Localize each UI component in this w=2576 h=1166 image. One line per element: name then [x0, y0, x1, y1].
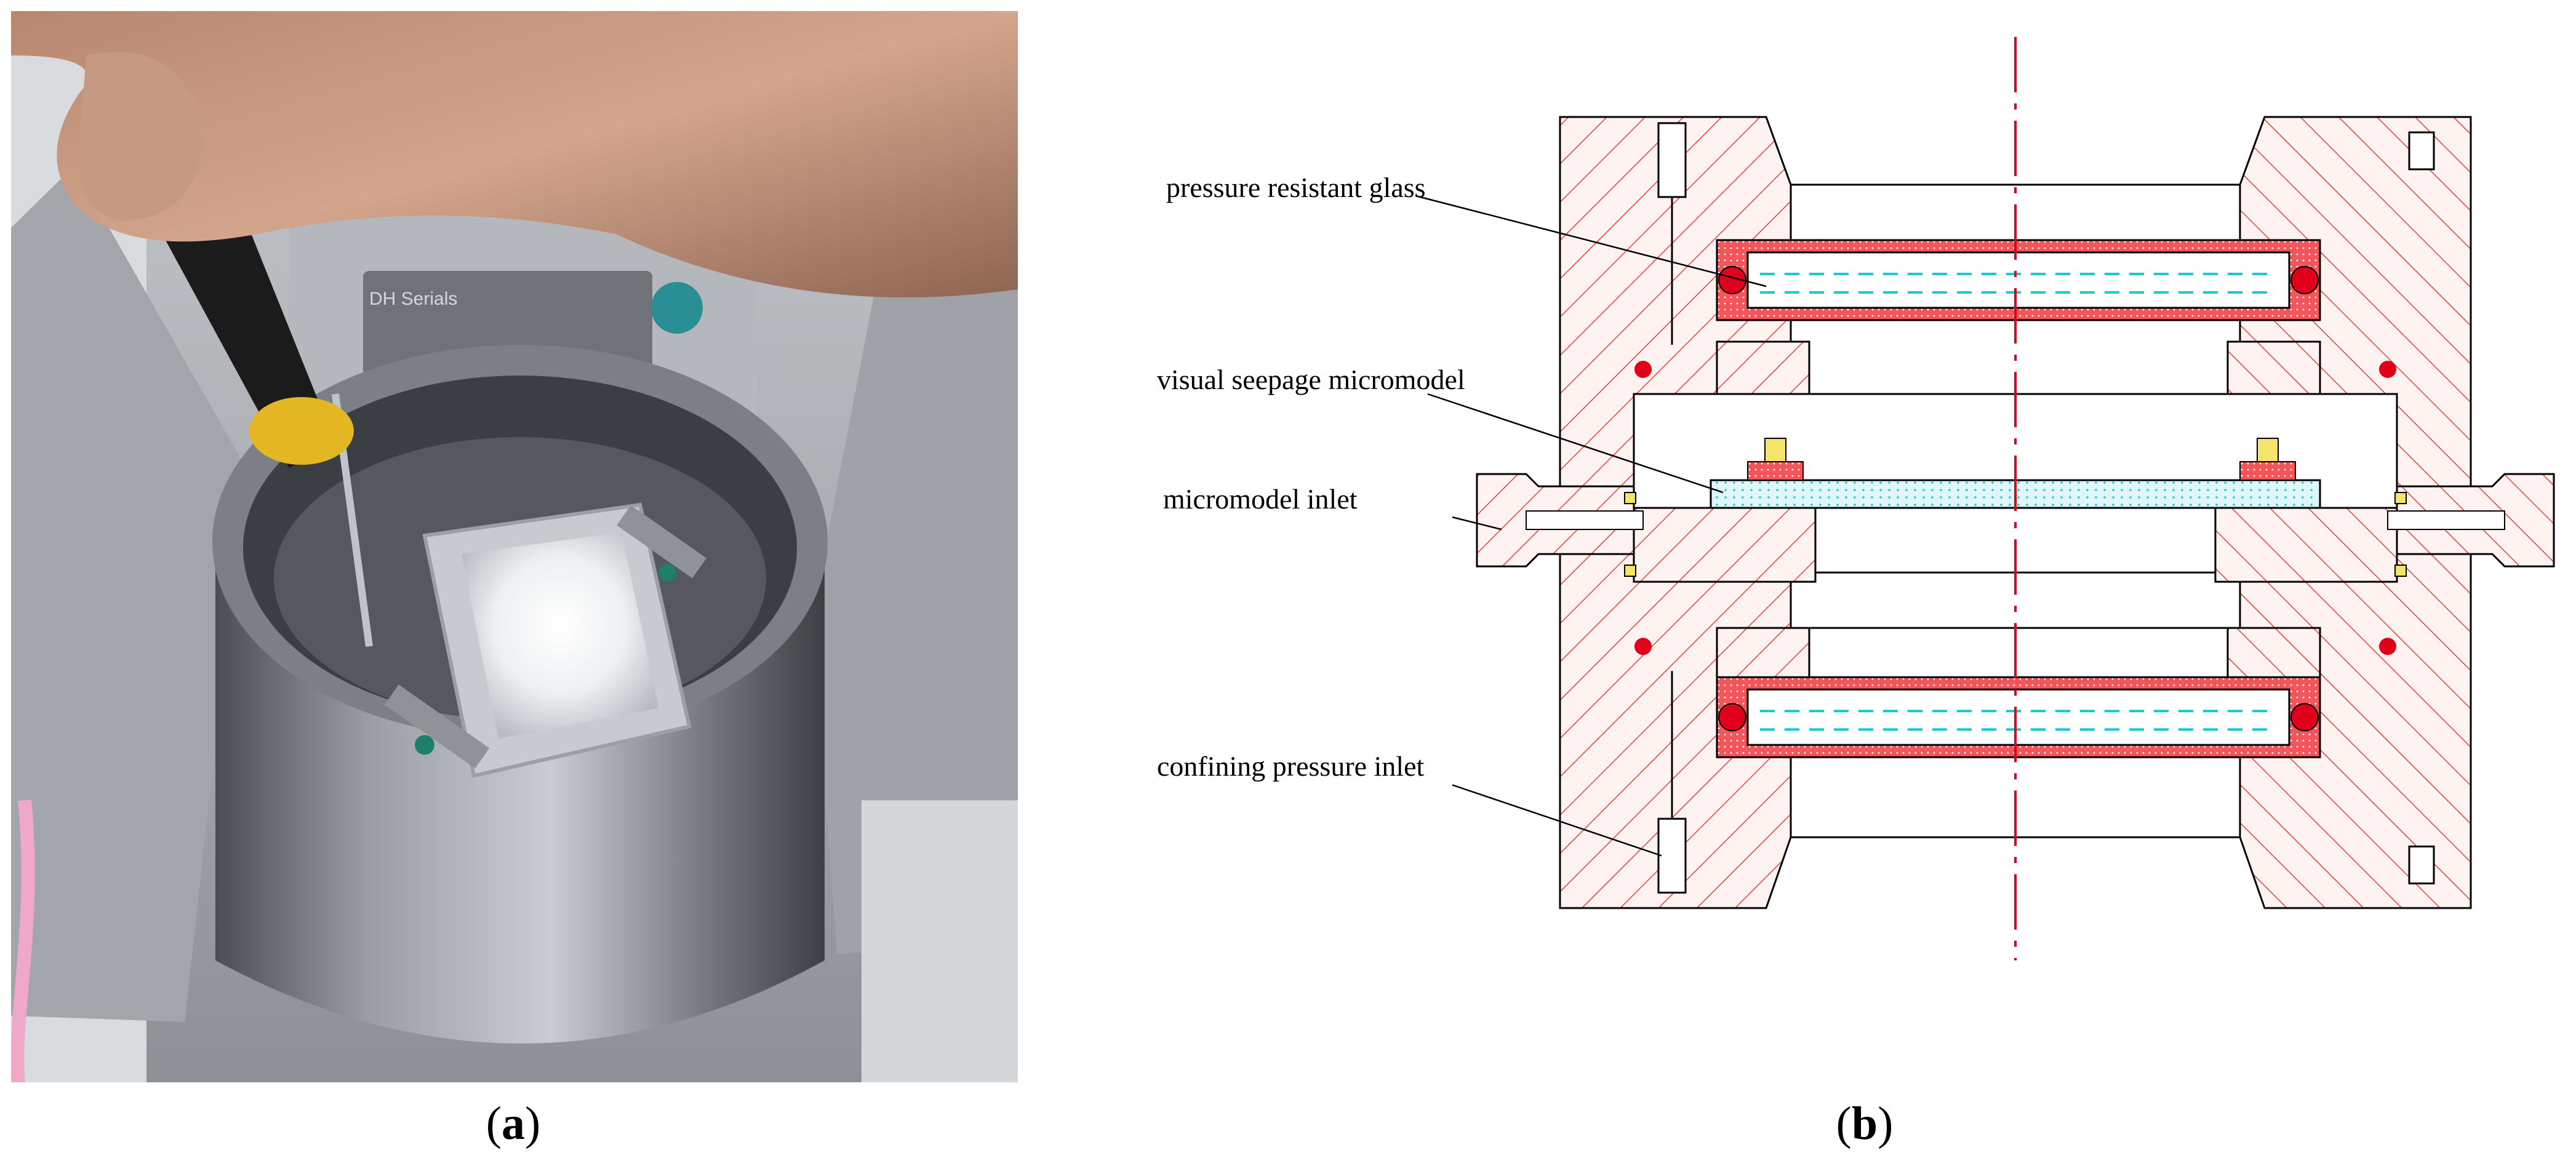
- fitting-right-bore: [2387, 510, 2505, 530]
- section-drawing: [1476, 37, 2555, 960]
- leader-confining-pressure-inlet: [1452, 784, 1662, 857]
- side-seal-ll: [1634, 638, 1652, 655]
- upper-retainer-right: [2226, 340, 2321, 395]
- fitting-seal-right-2: [2394, 565, 2407, 577]
- leader-visual-seepage-micromodel: [1427, 393, 1724, 494]
- port-top-head: [1657, 122, 1687, 198]
- caption-b: (b): [1836, 1098, 1894, 1149]
- pink-tube: [11, 799, 35, 1082]
- clamp-top: [617, 505, 706, 579]
- label-micromodel-inlet: micromodel inlet: [1163, 483, 1358, 515]
- device-text: DH Serials: [369, 289, 457, 309]
- side-seal-ur: [2379, 361, 2396, 378]
- callouts: pressure resistant glass visual seepage …: [1157, 172, 1767, 857]
- inlet-block-right: [2214, 507, 2398, 583]
- upper-retainer-left: [1716, 340, 1810, 395]
- clip-screw-right: [2257, 438, 2279, 462]
- label-confining-pressure-inlet: confining pressure inlet: [1157, 750, 1425, 782]
- side-seal-ul: [1634, 361, 1652, 378]
- clamp-bottom: [384, 684, 490, 769]
- bolt-head-top-right: [2408, 131, 2435, 171]
- lower-seal-left: [1718, 703, 1746, 731]
- right-bracket: [812, 277, 1018, 954]
- fitting-seal-left-2: [1624, 565, 1636, 577]
- screwdriver-collar: [249, 397, 354, 465]
- inlet-block-left: [1633, 507, 1817, 583]
- caption-a: (a): [486, 1098, 541, 1149]
- label-pressure-resistant-glass: pressure resistant glass: [1166, 172, 1426, 203]
- right-pipe: [862, 800, 1018, 1082]
- device-knob: [651, 282, 703, 334]
- upper-seal-left: [1718, 266, 1746, 294]
- lower-retainer-left: [1716, 627, 1810, 678]
- lower-seal-right: [2290, 703, 2319, 731]
- hand: [11, 11, 1018, 298]
- clip-screw-left: [1764, 438, 1786, 462]
- upper-glass: [1746, 251, 2290, 309]
- leader-micromodel-inlet: [1452, 516, 1502, 531]
- fitting-seal-left-1: [1624, 492, 1636, 504]
- chip-illumination: [462, 533, 658, 739]
- lower-glass: [1746, 688, 2290, 746]
- thumb: [78, 52, 203, 222]
- lower-retainer-right: [2226, 627, 2321, 678]
- leader-pressure-resistant-glass: [1415, 195, 1767, 287]
- upper-seal-right: [2290, 266, 2319, 294]
- left-bracket: [11, 166, 246, 1022]
- micromodel-clip-left: [1747, 461, 1804, 481]
- port-top: [659, 564, 676, 581]
- side-seal-lr: [2379, 638, 2396, 655]
- label-visual-seepage-micromodel: visual seepage micromodel: [1157, 364, 1465, 395]
- port-bottom-head: [1657, 818, 1687, 894]
- bolt-head-bottom-right: [2408, 845, 2435, 885]
- micromodel-clip-right: [2239, 461, 2296, 481]
- fitting-seal-right-1: [2394, 492, 2407, 504]
- photo-panel: DH Serials: [11, 11, 1018, 1082]
- port-bottom: [415, 735, 434, 755]
- fitting-left-bore: [1526, 510, 1644, 530]
